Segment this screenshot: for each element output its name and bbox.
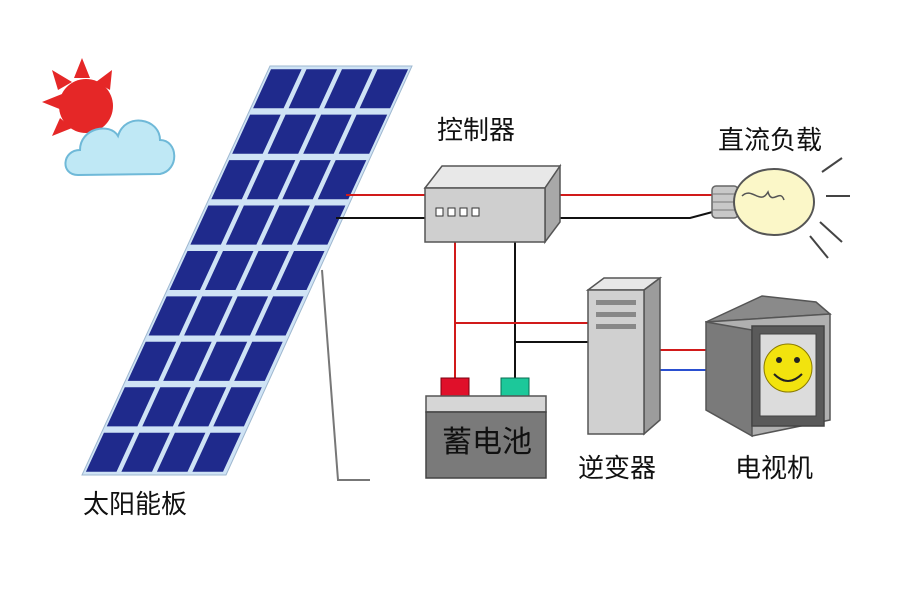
television bbox=[704, 295, 832, 438]
solar-cell bbox=[211, 160, 260, 200]
controller bbox=[423, 163, 562, 245]
solar-cell bbox=[276, 251, 325, 290]
solar-panel-label: 太阳能板 bbox=[83, 490, 188, 520]
battery-negative-terminal bbox=[500, 377, 530, 397]
solar-cell bbox=[121, 432, 170, 472]
controller-label: 控制器 bbox=[437, 116, 516, 146]
solar-cell bbox=[142, 387, 191, 427]
solar-cell bbox=[148, 296, 198, 336]
solar-cell bbox=[192, 432, 241, 472]
solar-cell bbox=[198, 341, 248, 381]
solar-cell bbox=[225, 205, 275, 245]
solar-cell bbox=[253, 69, 302, 109]
panel-support bbox=[321, 269, 370, 481]
smiley-face-icon bbox=[763, 343, 813, 393]
solar-cell bbox=[261, 205, 310, 245]
solar-cell bbox=[85, 432, 135, 472]
solar-cell bbox=[163, 341, 212, 381]
solar-cell bbox=[156, 432, 206, 472]
solar-panel bbox=[81, 65, 413, 476]
inverter bbox=[585, 276, 663, 436]
sun-icon bbox=[42, 58, 113, 136]
solar-cell bbox=[127, 341, 177, 381]
solar-cell bbox=[267, 114, 317, 154]
solar-cell bbox=[169, 251, 218, 290]
solar-cell bbox=[177, 387, 227, 427]
television-label: 电视机 bbox=[735, 454, 814, 484]
solar-cell bbox=[359, 69, 409, 109]
solar-cell bbox=[190, 205, 239, 245]
wire-load-negative bbox=[545, 209, 721, 219]
solar-cell bbox=[240, 251, 289, 290]
solar-cell bbox=[303, 114, 352, 154]
solar-cell bbox=[219, 296, 269, 336]
solar-cell bbox=[282, 160, 331, 200]
solar-cell bbox=[317, 160, 367, 200]
solar-cell bbox=[246, 160, 296, 200]
light-bulb-icon bbox=[711, 157, 850, 259]
solar-cell bbox=[296, 205, 346, 245]
solar-cell bbox=[288, 69, 338, 109]
battery bbox=[425, 377, 547, 479]
cloud-icon bbox=[64, 119, 176, 177]
solar-cell bbox=[232, 114, 281, 154]
battery-label: 蓄电池 bbox=[442, 425, 532, 460]
solar-cell bbox=[338, 114, 388, 154]
solar-cell bbox=[213, 387, 262, 427]
dc-load-label: 直流负载 bbox=[718, 126, 823, 156]
solar-cell bbox=[234, 341, 283, 381]
solar-cell bbox=[324, 69, 373, 109]
inverter-label: 逆变器 bbox=[578, 454, 657, 484]
battery-positive-terminal bbox=[440, 377, 470, 397]
solar-cell bbox=[205, 251, 254, 290]
solar-cell bbox=[255, 296, 304, 336]
solar-cell bbox=[184, 296, 233, 336]
solar-cell bbox=[106, 387, 156, 427]
